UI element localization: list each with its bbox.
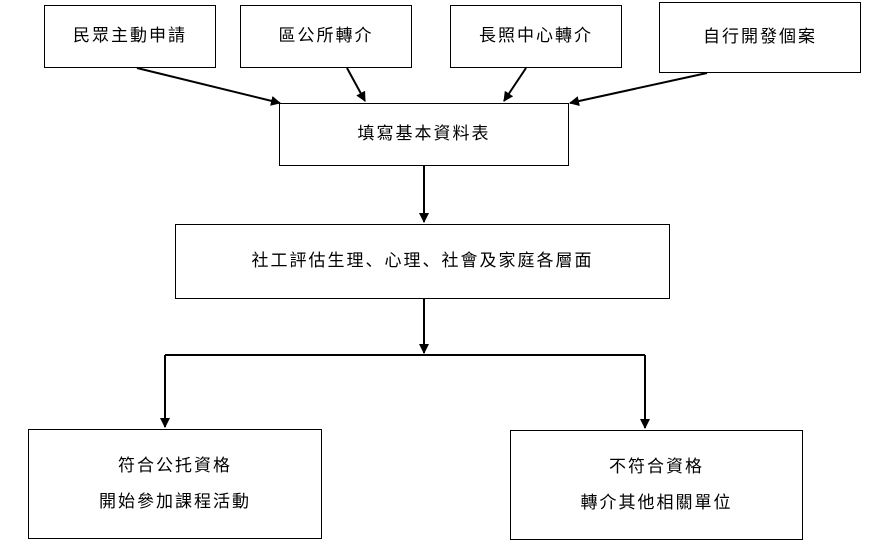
arrow-src1-to-form bbox=[136, 67, 281, 106]
outcome-title: 符合公托資格 bbox=[118, 455, 232, 476]
source-label: 長照中心轉介 bbox=[479, 26, 593, 47]
step-label: 社工評估生理、心理、社會及家庭各層面 bbox=[251, 251, 594, 272]
outcome-action: 轉介其他相關單位 bbox=[580, 493, 733, 513]
outcome-box-eligible: 符合公托資格 開始參加課程活動 bbox=[28, 429, 322, 539]
arrow-src4-to-form bbox=[569, 72, 708, 106]
outcome-box-ineligible: 不符合資格 轉介其他相關單位 bbox=[510, 430, 803, 540]
source-box-public-application: 民眾主動申請 bbox=[44, 5, 216, 68]
source-label: 自行開發個案 bbox=[703, 27, 817, 48]
source-box-district-office-referral: 區公所轉介 bbox=[240, 5, 412, 68]
source-box-self-developed-case: 自行開發個案 bbox=[659, 2, 861, 73]
source-box-longterm-care-referral: 長照中心轉介 bbox=[450, 5, 622, 68]
outcome-action: 開始參加課程活動 bbox=[99, 492, 251, 512]
step-label: 填寫基本資料表 bbox=[357, 124, 491, 145]
arrow-src2-to-form bbox=[346, 67, 366, 102]
source-label: 民眾主動申請 bbox=[73, 26, 187, 47]
outcome-title: 不符合資格 bbox=[609, 456, 704, 477]
step-box-social-work-assessment: 社工評估生理、心理、社會及家庭各層面 bbox=[175, 224, 670, 299]
step-box-basic-form: 填寫基本資料表 bbox=[279, 103, 569, 166]
source-label: 區公所轉介 bbox=[278, 26, 374, 47]
arrow-src3-to-form bbox=[503, 67, 527, 102]
